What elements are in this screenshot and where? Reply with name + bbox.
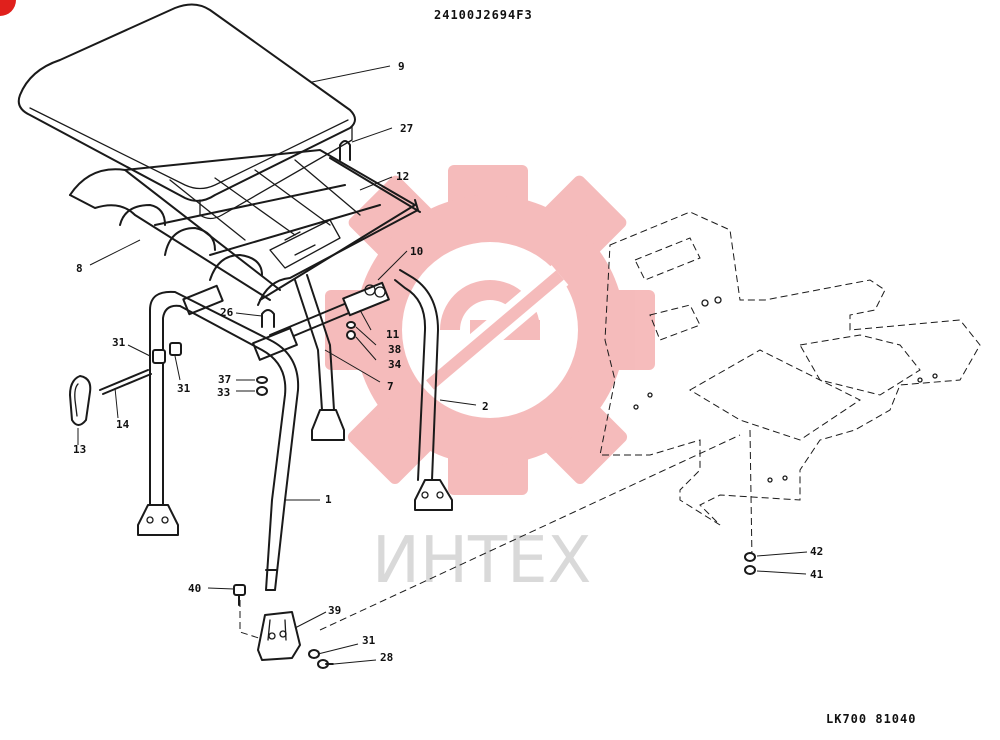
callout-28: 28 [380, 651, 393, 664]
callout-27: 27 [400, 122, 413, 135]
callout-38: 38 [388, 343, 401, 356]
drawing-code: LK700 81040 [826, 712, 916, 726]
callout-31-b: 31 [177, 382, 191, 395]
callout-37: 37 [218, 373, 231, 386]
watermark-text: ИНТЕХ [372, 524, 591, 598]
callout-13: 13 [73, 443, 86, 456]
part-number: 24100J2694F3 [434, 8, 533, 22]
callout-31-a: 31 [112, 336, 126, 349]
roll-bar-1 [137, 290, 300, 591]
callout-34: 34 [388, 358, 402, 371]
leader-lines [77, 65, 808, 665]
callout-8: 8 [76, 262, 83, 275]
callout-14: 14 [116, 418, 130, 431]
roof-frame [69, 149, 421, 306]
callout-11: 11 [386, 328, 400, 341]
roll-bar-2 [394, 269, 453, 511]
callout-39: 39 [328, 604, 341, 617]
callout-26: 26 [220, 306, 234, 319]
callout-31-c: 31 [362, 634, 376, 647]
callout-12: 12 [396, 170, 409, 183]
callout-42: 42 [810, 545, 823, 558]
hardware [69, 321, 356, 426]
u-bolt-27 [339, 140, 351, 161]
callout-40: 40 [188, 582, 201, 595]
callout-labels: 9 27 12 10 8 26 31 31 37 33 11 38 34 7 2… [73, 60, 824, 664]
corner-marker [0, 0, 16, 16]
callout-41: 41 [810, 568, 824, 581]
callout-2: 2 [482, 400, 489, 413]
u-bolt-26 [261, 309, 275, 328]
foot-bracket [233, 552, 756, 669]
callout-9: 9 [398, 60, 405, 73]
callout-1: 1 [325, 493, 332, 506]
canopy-roof [17, 3, 356, 220]
callout-33: 33 [217, 386, 230, 399]
callout-10: 10 [410, 245, 423, 258]
callout-7: 7 [387, 380, 394, 393]
rear-post [294, 274, 345, 441]
chassis-frame [239, 211, 981, 641]
